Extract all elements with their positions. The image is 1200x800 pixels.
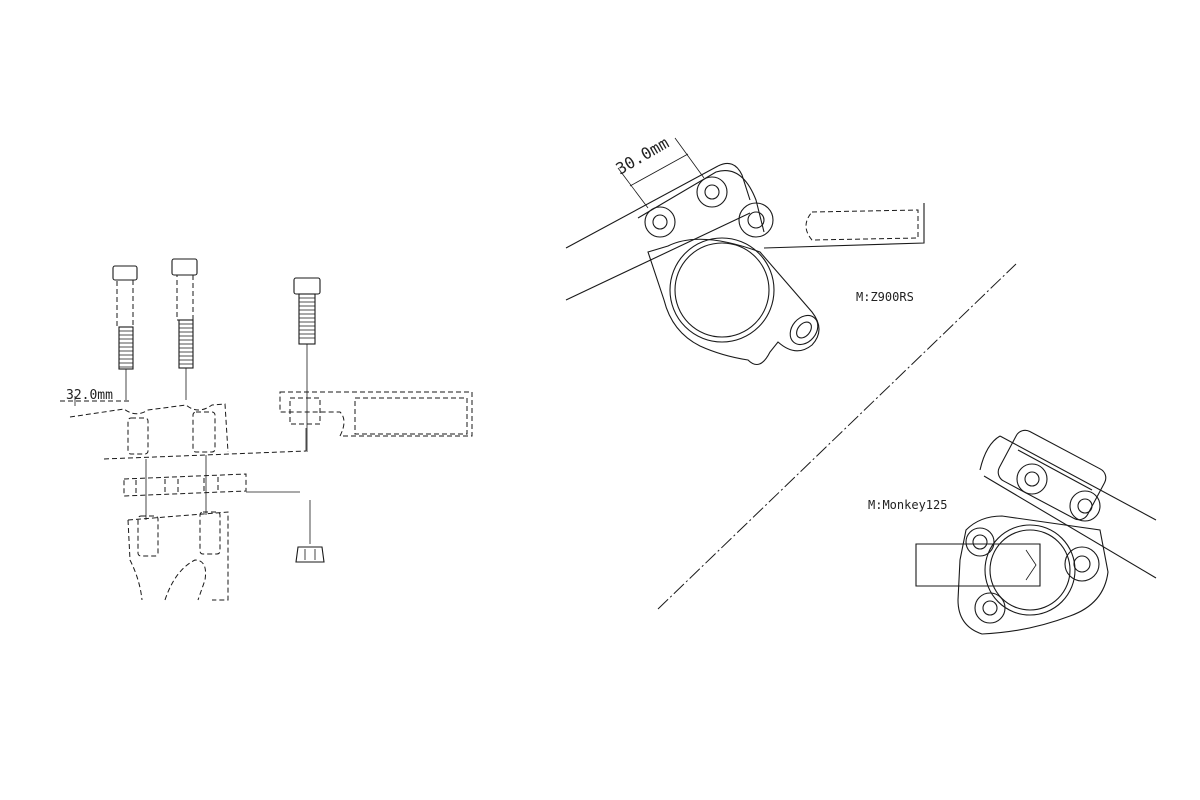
clamp-assembly-lower: M:Monkey125	[868, 429, 1157, 635]
separator-line	[657, 263, 1017, 610]
lower-bracket	[127, 455, 229, 601]
upper-clamp	[69, 403, 307, 460]
dimension-label-top: 30.0mm	[613, 133, 673, 178]
bar-mount	[279, 391, 473, 437]
spacer	[123, 473, 300, 497]
bolt-right	[293, 277, 321, 452]
model-label-upper: M:Z900RS	[856, 290, 914, 304]
dimension-32mm: 32.0mm	[60, 388, 130, 406]
bolt-left	[112, 265, 138, 400]
model-label-lower: M:Monkey125	[868, 498, 947, 512]
dimension-label-left: 32.0mm	[66, 388, 113, 403]
exploded-view: 32.0mm	[60, 258, 473, 601]
bolt-middle	[171, 258, 198, 400]
clamp-assembly-upper: 30.0mm M:Z900RS	[565, 133, 925, 366]
nut	[295, 500, 325, 563]
